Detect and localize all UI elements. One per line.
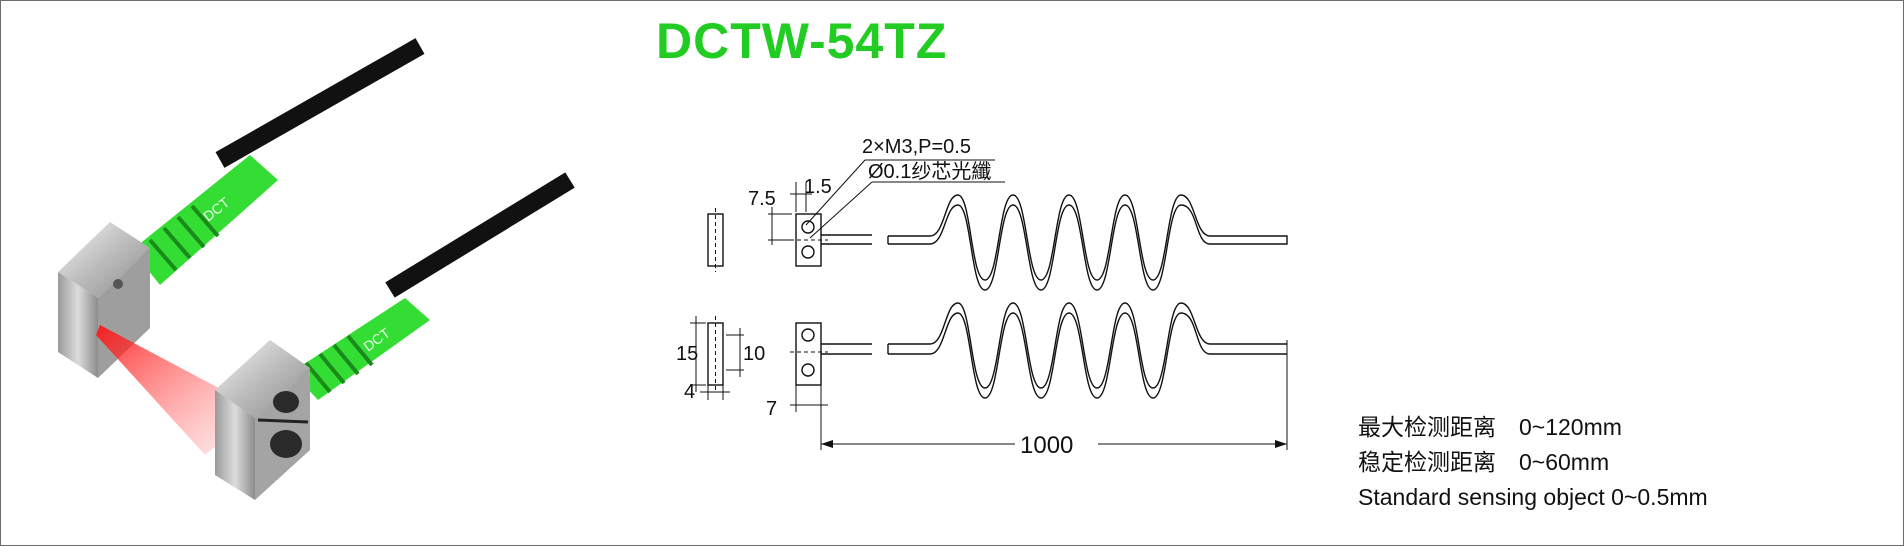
dim-15: 15 xyxy=(676,343,698,365)
core-note: Ø0.1纱芯光纖 xyxy=(868,160,991,183)
lower-cable xyxy=(385,172,575,298)
spec-max-distance: 最大检测距离 0~120mm xyxy=(1358,414,1622,440)
upper-fiber-straight xyxy=(821,234,872,245)
upper-head-top xyxy=(58,222,150,298)
spec-standard-object: Standard sensing object 0~0.5mm xyxy=(1358,484,1708,510)
lower-head-front xyxy=(215,390,255,500)
dim-1-5: 1.5 xyxy=(804,176,832,198)
dim-1000: 1000 xyxy=(1020,432,1073,459)
thread-note: 2×M3,P=0.5 xyxy=(862,136,971,158)
product-photo: DCT DCT xyxy=(58,38,575,500)
lower-fiber-coil xyxy=(887,302,1287,399)
dim-4: 4 xyxy=(684,381,695,403)
spec-stable-distance: 稳定检测距离 0~60mm xyxy=(1358,449,1610,475)
lower-fiber-straight xyxy=(821,343,872,355)
dim-7-5: 7.5 xyxy=(748,188,776,210)
dim-10: 10 xyxy=(743,343,765,365)
dim-7: 7 xyxy=(766,398,777,420)
upper-head-front xyxy=(58,272,98,378)
upper-fiber-coil xyxy=(887,194,1288,291)
upper-cable xyxy=(215,38,425,168)
lower-head-top xyxy=(215,340,310,418)
product-title: DCTW-54TZ xyxy=(656,13,948,69)
